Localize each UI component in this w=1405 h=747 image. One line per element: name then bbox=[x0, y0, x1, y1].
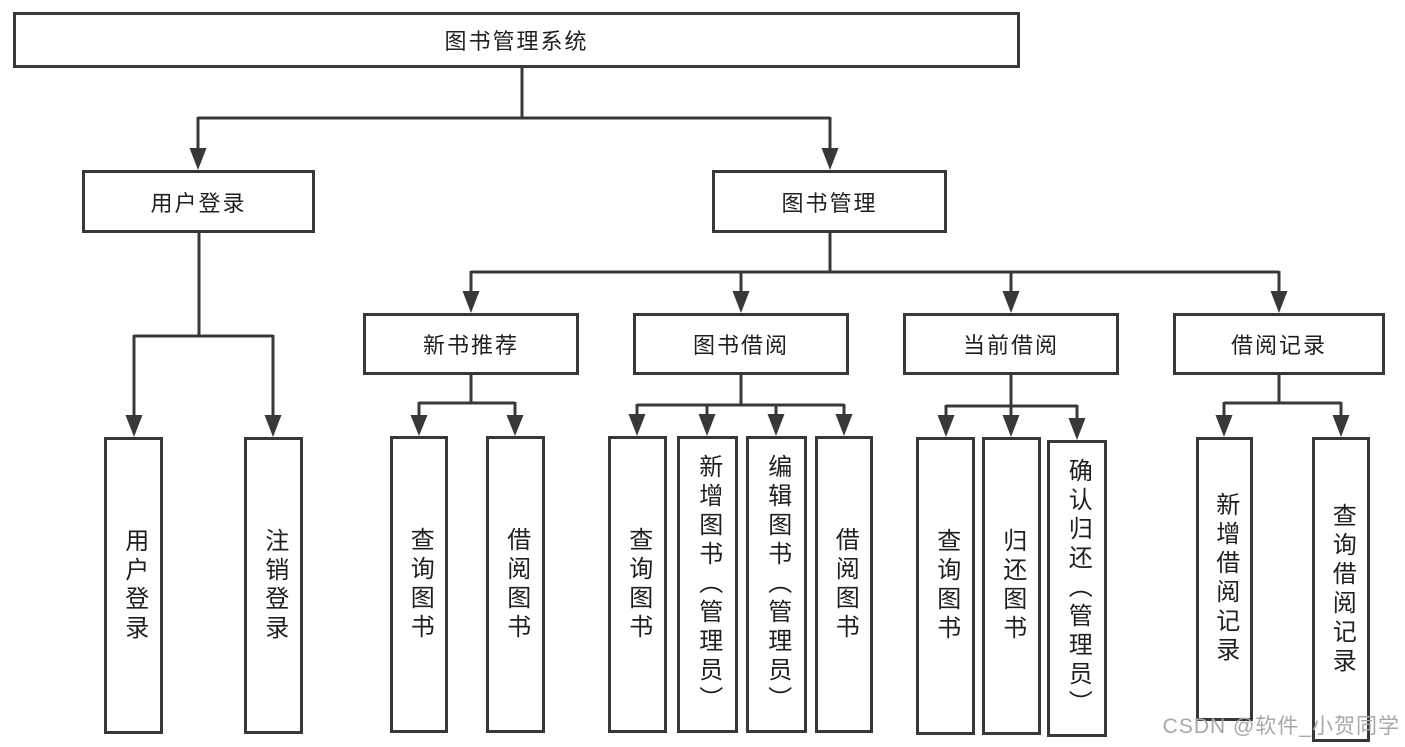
leaf-borrow-books-recommend: 借阅图书 bbox=[486, 436, 545, 733]
leaf-return-books: 归还图书 bbox=[982, 437, 1041, 735]
leaf-user-login-label: 用户登录 bbox=[120, 527, 148, 644]
leaf-edit-books-admin: 编辑图书（管理员） bbox=[746, 436, 807, 733]
leaf-edit-books-admin-label: 编辑图书（管理员） bbox=[763, 454, 791, 715]
arrowheads bbox=[125, 148, 1350, 440]
leaf-add-books-admin: 新增图书（管理员） bbox=[677, 436, 738, 733]
node-borrowing-records-label: 借阅记录 bbox=[1230, 333, 1327, 358]
leaf-confirm-return-admin: 确认归还（管理员） bbox=[1047, 440, 1107, 737]
node-new-book-recommend-label: 新书推荐 bbox=[422, 333, 519, 358]
leaf-query-books-borrowing: 查询图书 bbox=[608, 436, 667, 733]
leaf-add-books-admin-label: 新增图书（管理员） bbox=[694, 454, 722, 715]
node-new-book-recommend: 新书推荐 bbox=[363, 313, 579, 375]
connector-root-split bbox=[196, 116, 832, 150]
node-current-borrowing: 当前借阅 bbox=[903, 313, 1119, 375]
node-root-label: 图书管理系统 bbox=[444, 29, 589, 54]
node-current-borrowing-label: 当前借阅 bbox=[962, 333, 1059, 358]
leaf-query-books-recommend: 查询图书 bbox=[390, 436, 448, 733]
connector-borrow-records bbox=[1222, 375, 1343, 417]
node-user-login-label: 用户登录 bbox=[150, 190, 247, 216]
connector-new-book-rec bbox=[417, 375, 517, 417]
leaf-query-books-recommend-label: 查询图书 bbox=[406, 526, 434, 643]
csdn-watermark: CSDN @软件_小贺同学 bbox=[1162, 715, 1400, 738]
leaf-query-books-borrowing-label: 查询图书 bbox=[624, 526, 652, 643]
leaf-query-borrow-record: 查询借阅记录 bbox=[1312, 437, 1370, 742]
leaf-return-books-label: 归还图书 bbox=[998, 528, 1026, 644]
node-root-system: 图书管理系统 bbox=[13, 12, 1020, 68]
leaf-add-borrow-record: 新增借阅记录 bbox=[1196, 437, 1253, 721]
node-book-borrowing: 图书借阅 bbox=[633, 313, 849, 375]
connector-book-borrow bbox=[635, 375, 846, 416]
leaf-user-login: 用户登录 bbox=[104, 437, 163, 734]
connector-current-borrow bbox=[944, 375, 1079, 419]
leaf-confirm-return-admin-label: 确认归还（管理员） bbox=[1064, 458, 1092, 719]
leaf-add-borrow-record-label: 新增借阅记录 bbox=[1211, 492, 1239, 666]
leaf-borrow-books-borrowing-label: 借阅图书 bbox=[831, 526, 859, 643]
leaf-logout-label: 注销登录 bbox=[260, 527, 288, 644]
leaf-query-borrow-record-label: 查询借阅记录 bbox=[1328, 502, 1356, 677]
connector-book-mgmt bbox=[469, 233, 1281, 293]
node-book-management-label: 图书管理 bbox=[781, 190, 878, 216]
leaf-borrow-books-recommend-label: 借阅图书 bbox=[502, 526, 530, 643]
leaf-borrow-books-borrowing: 借阅图书 bbox=[815, 436, 873, 733]
node-book-borrowing-label: 图书借阅 bbox=[692, 333, 789, 358]
leaf-query-books-current-label: 查询图书 bbox=[932, 528, 960, 644]
connector-user-login bbox=[132, 233, 275, 417]
node-user-login: 用户登录 bbox=[82, 170, 315, 233]
leaf-logout: 注销登录 bbox=[244, 437, 303, 734]
leaf-query-books-current: 查询图书 bbox=[916, 437, 975, 735]
node-borrowing-records: 借阅记录 bbox=[1173, 313, 1385, 375]
node-book-management: 图书管理 bbox=[712, 170, 947, 233]
